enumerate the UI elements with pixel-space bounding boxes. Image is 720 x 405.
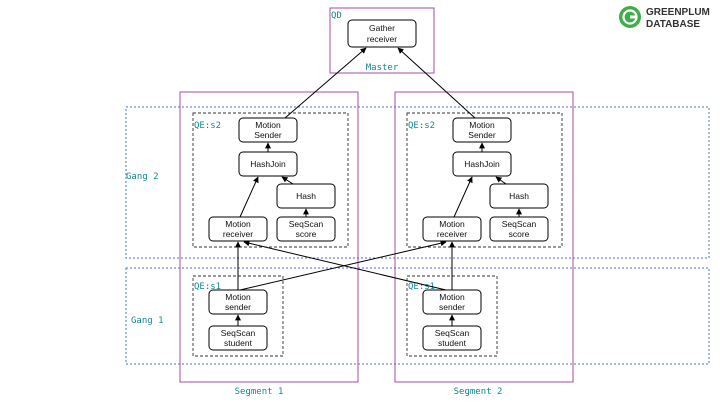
gang-2-label: Gang 2 [126,172,159,182]
seqscan-score-seg2-l1: SeqScan [502,219,537,229]
arrow-seg1-to-gather [284,47,367,119]
arrow-hash-to-hashjoin-seg2 [495,176,507,185]
logo-line-1: GREENPLUM [646,7,710,18]
seqscan-student-seg2-l1: SeqScan [435,328,470,338]
motion-receiver-seg2-l2: receiver [437,229,467,239]
motion-sender-s1-seg2-l1: Motion [439,292,465,302]
seqscan-student-seg2-l2: student [438,338,467,348]
gather-receiver-node [347,19,417,48]
motion-sender-s2-seg1 [238,117,298,143]
motion-sender-s2-seg1-l1: Motion [255,120,281,130]
hashjoin-seg1-label: HashJoin [250,159,286,169]
arrow-receiver-to-hashjoin-seg1 [239,176,259,218]
gang-2-box [125,106,710,259]
seqscan-score-seg2-l2: score [509,229,530,239]
segment-1-label: Segment 1 [235,387,284,397]
motion-receiver-seg1-l1: Motion [225,219,251,229]
segment-1-box [179,91,359,383]
segment-2-box [394,91,574,383]
seqscan-student-seg1-l1: SeqScan [221,328,256,338]
arrow-seg2-to-gather [397,47,476,119]
motion-sender-s1-seg1-l1: Motion [225,292,251,302]
hash-seg1 [276,183,336,209]
gather-receiver-line2: receiver [367,34,397,44]
slice-s2-tag-seg2: QE:s2 [408,121,435,131]
slice-s1-tag-seg1: QE:s1 [194,282,221,292]
flow-arrows [235,47,522,326]
gang-1-label: Gang 1 [131,316,164,326]
segment-2-label: Segment 2 [454,387,503,397]
greenplum-logo: GREENPLUM DATABASE [619,6,710,30]
motion-sender-s2-seg2-l1: Motion [469,120,495,130]
slice-s2-tag-seg1: QE:s2 [194,121,221,131]
qd-tag: QD [331,11,342,21]
seqscan-student-seg1-l2: student [224,338,253,348]
motion-sender-s1-seg2-l2: sender [439,302,465,312]
motion-receiver-seg2-l1: Motion [439,219,465,229]
slice-s2-box-seg2 [406,112,563,248]
seqscan-score-seg1-l2: score [296,229,317,239]
motion-sender-s2-seg1-l2: Sender [254,130,282,140]
hashjoin-seg2-label: HashJoin [464,159,500,169]
slice-s1-tag-seg2: QE:s1 [408,282,435,292]
motion-receiver-seg2 [422,216,482,242]
motion-receiver-seg1 [208,216,268,242]
motion-receiver-seg1-l2: receiver [223,229,253,239]
slice-s2-box-seg1 [192,112,349,248]
master-label: Master [366,63,399,73]
arrow-sender2-to-receiver1 [243,240,447,291]
motion-sender-s1-seg1-l2: sender [225,302,251,312]
arrow-receiver-to-hashjoin-seg2 [453,176,473,218]
seqscan-score-seg1-l1: SeqScan [289,219,324,229]
arrow-hash-to-hashjoin-seg1 [281,176,294,185]
logo-line-2: DATABASE [646,19,700,30]
gang-1-box [125,267,710,365]
motion-sender-s2-seg2-l2: Sender [468,130,496,140]
qd-master-box [329,7,435,74]
gather-receiver-line1: Gather [369,23,395,33]
hash-seg2-label: Hash [509,191,529,201]
motion-sender-s2-seg2 [452,117,512,143]
hash-seg1-label: Hash [296,191,316,201]
hash-seg2 [489,183,549,209]
